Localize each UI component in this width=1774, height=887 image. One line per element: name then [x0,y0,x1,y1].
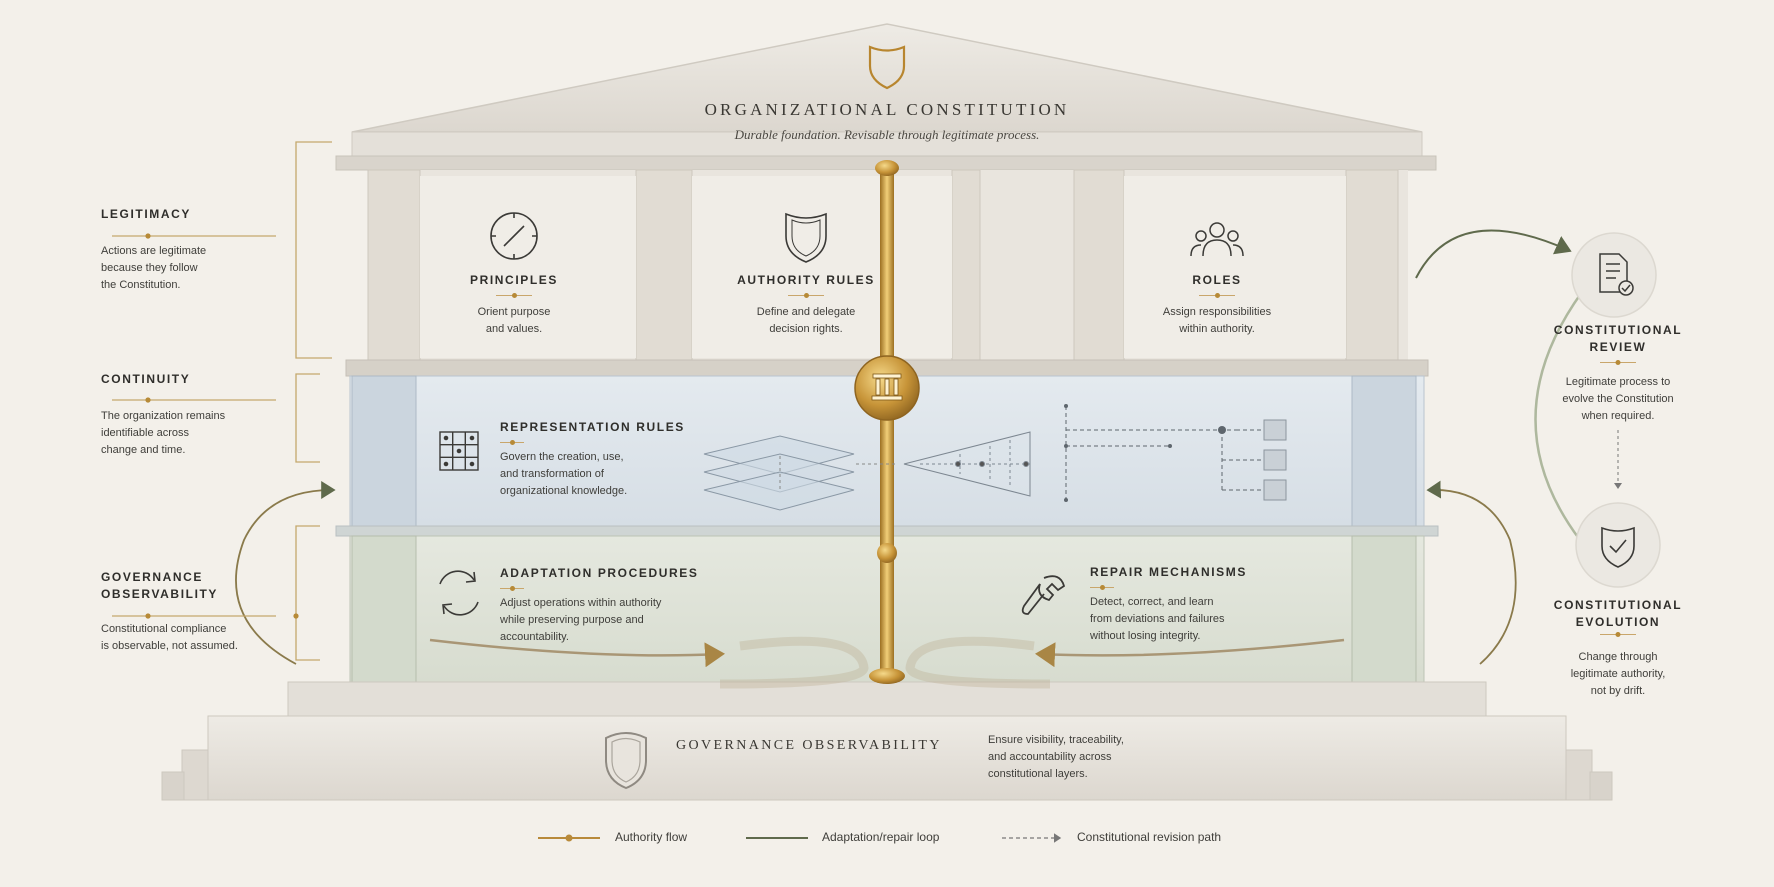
component-line: Govern the creation, use, [500,451,624,463]
annotation-title-line: GOVERNANCE [101,570,204,584]
evolution-line: not by drift. [1590,685,1646,697]
left-brackets [112,141,332,661]
component-title: REPRESENTATION RULES [500,420,685,434]
pediment-shield-icon [868,45,906,90]
page-title: ORGANIZATIONAL CONSTITUTION [704,100,1070,119]
component-title: ROLES [1192,273,1242,287]
component-line: within authority. [1179,323,1255,335]
stacked-planes-graphic [703,435,855,511]
page-subtitle: Durable foundation. Revisable through le… [734,127,1040,142]
base-step-top [287,681,1487,717]
component-authority-rules: AUTHORITY RULES Define and delegate deci… [706,273,906,338]
component-line: Adjust operations within authority [500,597,662,609]
component-line: without losing integrity. [1090,630,1201,642]
annotation-title: LEGITIMACY [101,207,191,221]
grid-icon [439,431,479,471]
component-adaptation-procedures: ADAPTATION PROCEDURES Adjust operations … [500,566,730,646]
constitutional-evolution: CONSTITUTIONAL EVOLUTION Change through … [1528,598,1708,700]
base-line: Ensure visibility, traceability, [988,734,1124,746]
repair-loop [905,636,1345,689]
left-loop-arrow [235,481,336,665]
compass-icon [490,212,538,260]
authority-pillar [854,160,920,684]
review-line: evolve the Constitution [1562,393,1674,405]
base-description: Ensure visibility, traceability, and acc… [988,732,1208,783]
base-title: GOVERNANCE OBSERVABILITY [676,738,942,753]
cycle-icon [439,570,479,616]
annotation-line: Actions are legitimate [101,245,207,257]
divider [496,293,532,298]
component-line: Orient purpose [477,306,551,318]
component-line: and values. [485,323,543,335]
base-line: and accountability across [988,751,1112,763]
evolution-line: legitimate authority, [1570,668,1666,680]
constitutional-review: CONSTITUTIONAL REVIEW Legitimate process… [1528,323,1708,425]
component-title: AUTHORITY RULES [737,273,875,287]
divider [1199,293,1235,298]
review-line: when required. [1581,410,1655,422]
component-title: PRINCIPLES [469,273,558,287]
annotation-title-line: OBSERVABILITY [101,587,219,601]
component-line: organizational knowledge. [500,485,628,497]
annotation-line: Constitutional compliance [101,623,227,635]
people-icon [1190,222,1244,257]
component-roles: ROLES Assign responsibilities within aut… [1127,273,1307,338]
right-loop-arrow [1426,480,1517,665]
review-title-line: CONSTITUTIONAL [1553,323,1683,337]
revision-arrows [1415,229,1622,541]
flow-tree-graphic [1065,406,1264,500]
wrench-icon [1021,575,1066,615]
divider [500,440,524,445]
annotation-governance-observability: GOVERNANCE OBSERVABILITY Constitutional … [101,570,291,655]
component-line: Define and delegate [756,306,856,318]
component-line: and transformation of [500,468,604,480]
adaptation-loop [429,636,869,689]
document-check-icon [1599,253,1634,296]
component-line: decision rights. [769,323,843,335]
annotation-line: because they follow [101,262,198,274]
annotation-line: change and time. [101,444,186,456]
divider [500,586,524,591]
evolution-circle [1575,502,1661,588]
component-repair-mechanisms: REPAIR MECHANISMS Detect, correct, and l… [1090,565,1320,645]
component-line: from deviations and failures [1090,613,1225,625]
shield-icon [785,212,827,263]
component-title: REPAIR MECHANISMS [1090,565,1247,579]
annotation-continuity: CONTINUITY The organization remains iden… [101,372,281,459]
annotation-line: is observable, not assumed. [101,640,238,652]
entablature [351,131,1423,157]
legend-constitutional-revision-path: Constitutional revision path [1077,830,1222,844]
component-line: Detect, correct, and learn [1090,596,1214,608]
component-principles: PRINCIPLES Orient purpose and values. [424,273,604,338]
annotation-line: identifiable across [101,427,190,439]
evolution-title-line: EVOLUTION [1575,615,1661,629]
annotation-line: the Constitution. [101,279,181,291]
divider [1090,585,1114,590]
component-line: Assign responsibilities [1162,306,1272,318]
base-shield-icon [605,732,647,790]
base-line: constitutional layers. [988,768,1088,780]
evolution-line: Change through [1578,651,1658,663]
review-line: Legitimate process to [1565,376,1671,388]
review-circle [1571,232,1657,318]
component-title: ADAPTATION PROCEDURES [500,566,699,580]
legend-adaptation-repair-loop: Adaptation/repair loop [822,830,940,844]
annotation-line: The organization remains [101,410,226,422]
legend-swatches [538,833,1062,843]
annotation-legitimacy: LEGITIMACY Actions are legitimate becaus… [101,207,281,294]
component-line: accountability. [500,631,569,643]
base-plinth [207,715,1567,801]
legend-authority-flow: Authority flow [615,830,688,844]
shield-check-icon [1601,526,1635,568]
component-line: while preserving purpose and [500,614,644,626]
funnel-graphic [903,431,1031,497]
evolution-title-line: CONSTITUTIONAL [1553,598,1683,612]
annotation-title: CONTINUITY [101,372,191,386]
component-representation-rules: REPRESENTATION RULES Govern the creation… [500,420,700,500]
divider [788,293,824,298]
review-title-line: REVIEW [1589,340,1647,354]
